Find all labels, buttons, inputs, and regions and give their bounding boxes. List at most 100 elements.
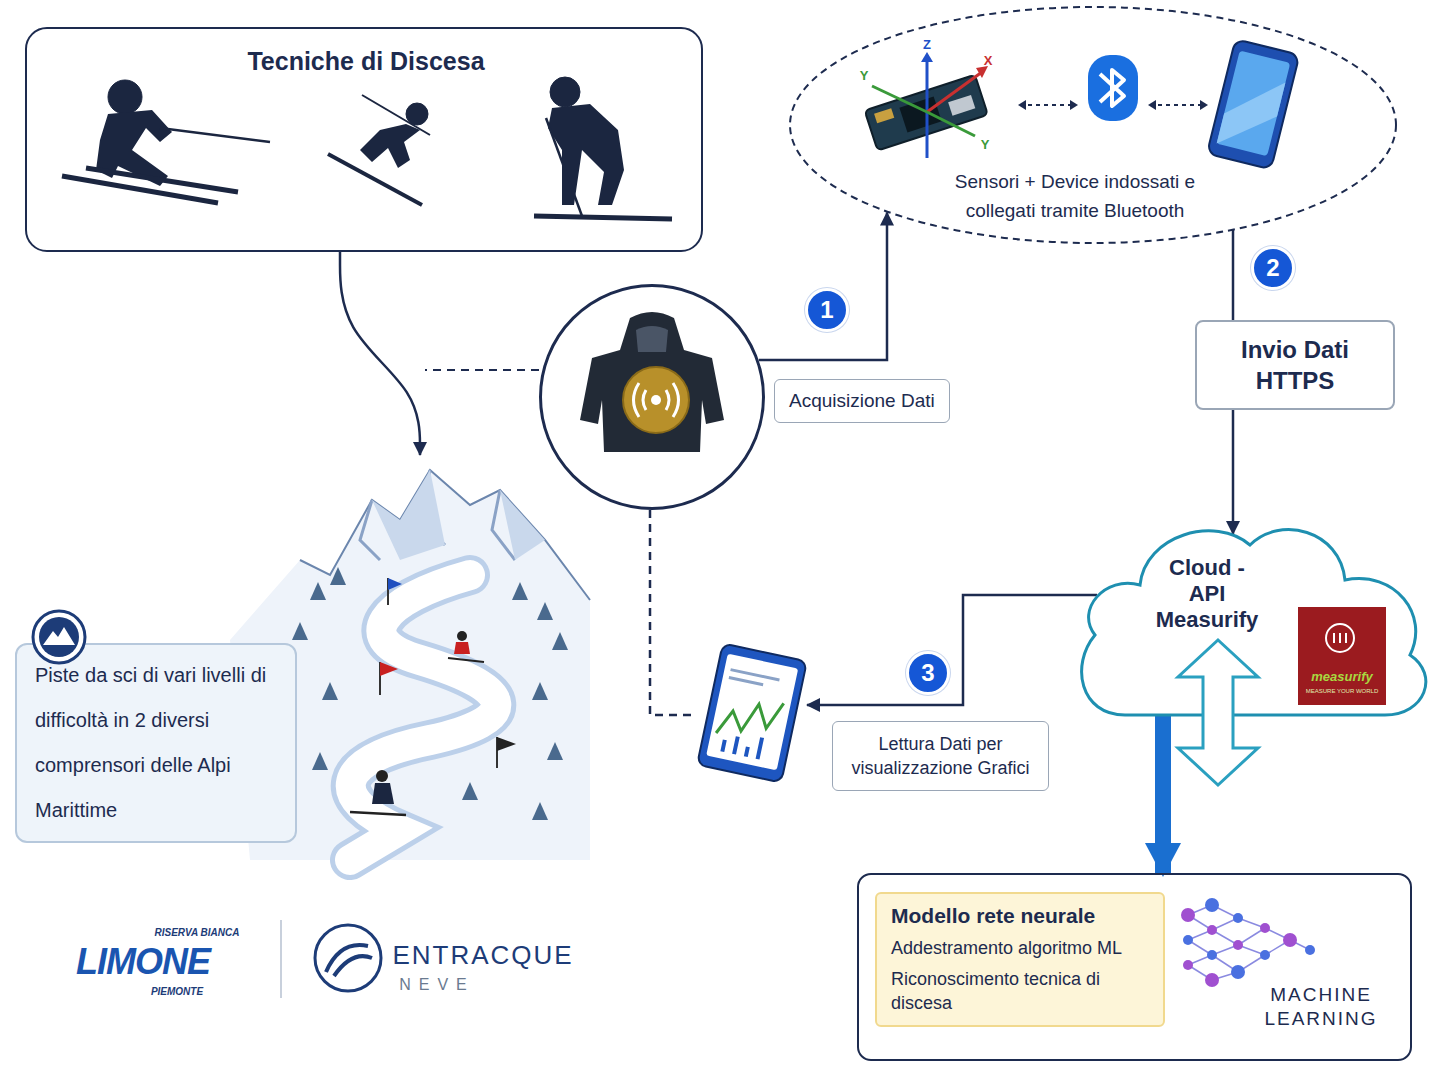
tree (532, 682, 548, 700)
axis-label: Y (981, 137, 990, 152)
tree (532, 802, 548, 820)
node-title: Acquisizione Dati (774, 379, 950, 423)
illustration-part (315, 925, 381, 991)
connector (1232, 410, 1235, 534)
node-title: Piste da sci di vari livelli di difficol… (15, 643, 297, 843)
dashed-connector (425, 369, 539, 371)
illustration-part (1217, 50, 1291, 156)
callout-number: 1 (805, 288, 849, 332)
logo-text: NEVE (399, 976, 475, 994)
illustration-part (388, 578, 402, 590)
illustration-part (380, 662, 398, 676)
node-title: MACHINE LEARNING (1241, 983, 1401, 1031)
acquisition-circle: Acquisizione Dati (539, 284, 765, 510)
tree (547, 742, 563, 760)
axis-label: X (984, 53, 993, 68)
illustration-part (623, 367, 689, 433)
illustration-part (328, 154, 422, 205)
node-title: Tecniche di Discesa (27, 47, 705, 76)
network-node (1231, 965, 1245, 979)
axis-label: Z (923, 37, 931, 52)
tree (312, 752, 328, 770)
entracque-logo (281, 920, 381, 998)
illustration-part (1020, 104, 1075, 106)
network-node (1207, 925, 1217, 935)
illustration-part (108, 80, 142, 114)
illustration-part (280, 920, 282, 998)
illustration-part (457, 631, 467, 641)
callout-number: 2 (1251, 246, 1295, 290)
network-node (1183, 960, 1193, 970)
illustration-part (634, 383, 679, 417)
network-node (1305, 945, 1315, 955)
illustration-part (500, 490, 545, 560)
illustration-part (716, 691, 784, 746)
illustration-part (1082, 530, 1426, 715)
illustration-part (927, 112, 975, 136)
illustration-part (790, 7, 1396, 243)
illustration-part (350, 575, 496, 860)
tree (552, 632, 568, 650)
illustration-part (722, 730, 762, 759)
neural-network-icon (1181, 898, 1315, 987)
illustration-part (1334, 633, 1346, 643)
connector (1232, 230, 1235, 320)
illustration-part (1217, 70, 1286, 156)
tree-group (292, 567, 568, 820)
logo-text: measurify (1311, 669, 1372, 684)
illustration-part (926, 60, 929, 158)
illustration-part (1200, 100, 1208, 110)
connector (340, 252, 420, 455)
smartphone (1207, 39, 1300, 169)
logo-text: LIMONE (76, 941, 210, 983)
illustration-part (1100, 70, 1124, 106)
logo-text: RISERVA BIANCA (154, 927, 239, 938)
connector (650, 510, 697, 715)
illustration-part (360, 124, 420, 168)
illustration-part (550, 77, 580, 107)
illustration-part (927, 72, 982, 112)
node-title: Sensori + Device indossati e collegati t… (925, 167, 1225, 225)
illustration-part (372, 783, 394, 804)
node-title: Cloud - API Measurify (1152, 555, 1262, 633)
skier-figures (62, 77, 672, 219)
node-text: Riconoscimento tecnica di discesa (891, 967, 1149, 1015)
process-box: Invio Dati HTTPS (1195, 320, 1395, 410)
illustration-part (350, 812, 406, 815)
ml-panel: MACHINE LEARNINGModello rete neuraleAdde… (857, 873, 1412, 1061)
callout-number: 3 (906, 651, 950, 695)
illustration-part (948, 95, 975, 116)
illustration-part (1088, 55, 1138, 121)
tree (322, 682, 338, 700)
illustration-part (872, 86, 927, 112)
logo-tagline: MEASURE YOUR WORLD (1306, 688, 1379, 694)
network-node (1260, 923, 1270, 933)
illustration-part (448, 658, 484, 662)
network-node (1181, 908, 1195, 922)
illustration-part (454, 642, 470, 654)
network-node (1205, 973, 1219, 987)
illustration-part (1207, 39, 1300, 169)
illustration-part (976, 66, 988, 78)
node-title: Lettura Dati per visualizzazione Grafici (832, 721, 1049, 791)
connector (807, 595, 1097, 705)
cloud-node: Cloud - API Measurify (1065, 515, 1435, 720)
tree (512, 582, 528, 600)
illustration-part (1150, 104, 1205, 106)
illustration-part (921, 52, 933, 62)
network-node (1260, 950, 1270, 960)
technique-panel: Tecniche di Discesa (25, 27, 703, 252)
illustration-part (534, 216, 672, 219)
illustration-part (160, 128, 270, 142)
bluetooth-symbol (1088, 55, 1138, 121)
tree (537, 602, 553, 620)
network-node (1233, 913, 1243, 923)
illustration-part (362, 95, 430, 135)
tree (462, 782, 478, 800)
logo-text: PIEMONTE (151, 986, 203, 997)
sensor-group: Sensori + Device indossati e collegati t… (788, 5, 1398, 245)
illustration-part (1070, 100, 1078, 110)
illustration-part (580, 312, 724, 452)
illustration-part (729, 670, 780, 688)
